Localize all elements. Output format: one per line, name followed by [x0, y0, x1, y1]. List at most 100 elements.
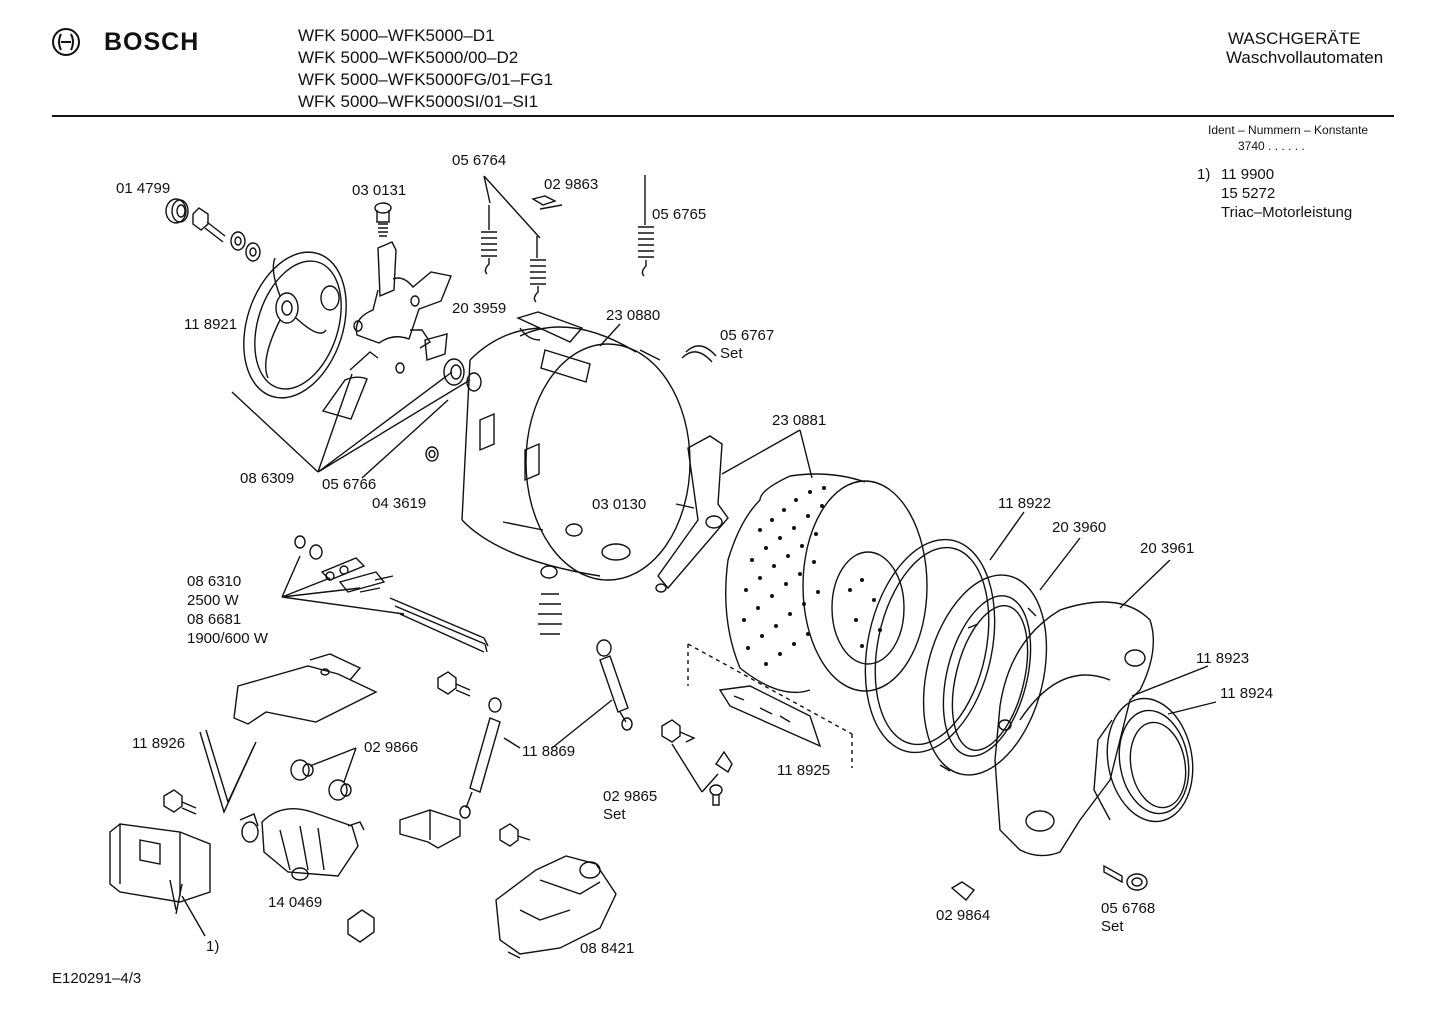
leader-029866 — [310, 748, 356, 782]
part-label: 01 4799 — [116, 180, 171, 197]
leader-118869 — [504, 700, 612, 748]
washing-drum-icon — [726, 474, 927, 692]
part-label: 03 0131 — [352, 182, 407, 199]
part-label: Set — [603, 806, 626, 823]
part-label: 11 8926 — [132, 735, 186, 752]
tub-spring-right-icon — [638, 175, 654, 276]
screw-icon — [375, 203, 391, 236]
screw-set-icon — [662, 720, 732, 805]
leader-footnote-ref — [182, 896, 205, 936]
category-title: WASCHGERÄTE — [1228, 29, 1361, 48]
pulley-wheel-icon — [226, 239, 364, 411]
clip-icon — [952, 882, 974, 900]
model-line-1: WFK 5000–WFK5000–D1 — [298, 26, 495, 45]
bosch-logo-icon — [52, 28, 80, 56]
leader-230880 — [600, 324, 620, 346]
part-label: 02 9865 — [603, 788, 658, 805]
leader-086309 — [232, 372, 470, 472]
control-module-icon — [110, 824, 210, 914]
footnote-line-3: Triac–Motorleistung — [1221, 204, 1353, 221]
shock-absorber-left-icon — [460, 698, 501, 818]
leader-118924 — [1168, 702, 1216, 714]
front-panel-icon — [995, 602, 1153, 856]
part-label: 03 0130 — [592, 496, 647, 513]
part-label: 08 6310 — [187, 573, 242, 590]
drive-belt-icon — [200, 730, 256, 812]
motor-bracket-icon — [400, 810, 460, 848]
leader-118923 — [1132, 666, 1208, 696]
damper-screw-icon — [438, 672, 470, 696]
pulley-bolt-icon — [193, 208, 260, 261]
bearing-ring-icon — [166, 199, 188, 223]
part-label: 05 6765 — [652, 206, 707, 223]
part-label: 05 6766 — [322, 476, 377, 493]
part-label: 05 6764 — [452, 152, 507, 169]
motor-icon — [240, 809, 364, 880]
spring-clip-icon — [533, 196, 562, 209]
tub-clip-icon — [682, 346, 716, 362]
footnote-marker: 1) — [1197, 166, 1211, 183]
heater-element-icon — [295, 536, 488, 652]
mounting-plate-icon — [234, 654, 376, 724]
part-label: 08 6309 — [240, 470, 295, 487]
dispenser-cover-icon — [688, 644, 852, 768]
part-label: 02 9866 — [364, 739, 419, 756]
drum-spider-icon — [656, 436, 728, 592]
part-label: 2500 W — [187, 592, 239, 609]
motor-screw-icon — [164, 790, 196, 814]
part-label: 11 8869 — [522, 743, 576, 760]
drain-pump-icon — [496, 856, 616, 958]
part-label: 20 3961 — [1140, 540, 1195, 557]
part-label: 11 8922 — [998, 495, 1052, 512]
part-label: 11 8921 — [184, 316, 238, 333]
leader-056766 — [362, 400, 448, 478]
footnote-line-1: 11 9900 — [1221, 166, 1275, 183]
part-label: 05 6767 — [720, 327, 775, 344]
ident-heading: Ident – Nummern – Konstante — [1208, 123, 1369, 137]
model-line-3: WFK 5000–WFK5000FG/01–FG1 — [298, 70, 554, 89]
outer-tub-icon — [462, 312, 690, 580]
part-label: 08 6681 — [187, 611, 242, 628]
footnote-line-2: 15 5272 — [1221, 185, 1276, 202]
leader-118922 — [990, 512, 1024, 560]
leader-203961 — [1120, 560, 1170, 608]
part-label: 11 8923 — [1196, 650, 1250, 667]
tub-spring-left-icon — [481, 205, 497, 274]
seal-icon — [426, 447, 438, 461]
leader-029865 — [672, 744, 718, 792]
tub-spring-mid-icon — [530, 236, 546, 302]
part-label: 02 9863 — [544, 176, 599, 193]
part-label: 14 0469 — [268, 894, 323, 911]
part-label: 05 6768 — [1101, 900, 1156, 917]
header-divider — [52, 115, 1394, 117]
part-label: 23 0880 — [606, 307, 661, 324]
part-label: 1) — [206, 938, 220, 955]
part-label: 11 8924 — [1220, 685, 1274, 702]
part-label: 1900/600 W — [187, 630, 268, 647]
part-label: 08 8421 — [580, 940, 635, 957]
tub-bracket-icon — [323, 242, 451, 419]
part-label: 20 3960 — [1052, 519, 1107, 536]
leader-203960 — [1040, 538, 1080, 590]
ident-value: 3740 . . . . . . — [1238, 139, 1305, 153]
part-label: 11 8925 — [777, 762, 831, 779]
model-line-4: WFK 5000–WFK5000SI/01–SI1 — [298, 92, 539, 111]
drawing-code: E120291–4/3 — [52, 970, 142, 987]
part-label: 02 9864 — [936, 907, 991, 924]
part-label: Set — [720, 345, 743, 362]
subcategory-title: Waschvollautomaten — [1226, 48, 1384, 67]
drum-bearing-icon — [444, 359, 481, 391]
part-label: 20 3959 — [452, 300, 507, 317]
part-label: Set — [1101, 918, 1124, 935]
leader-086310 — [282, 556, 404, 614]
front-ring-icon — [904, 562, 1066, 788]
leader-056764 — [484, 176, 540, 238]
brand-name: BOSCH — [104, 28, 200, 56]
door-seal-ring-icon — [847, 527, 1013, 764]
shock-absorber-right-icon — [597, 640, 632, 730]
door-boot-icon — [1094, 692, 1202, 829]
part-label: 04 3619 — [372, 495, 427, 512]
motor-mount-icon — [291, 760, 351, 800]
spring-cup-icon — [538, 566, 562, 634]
